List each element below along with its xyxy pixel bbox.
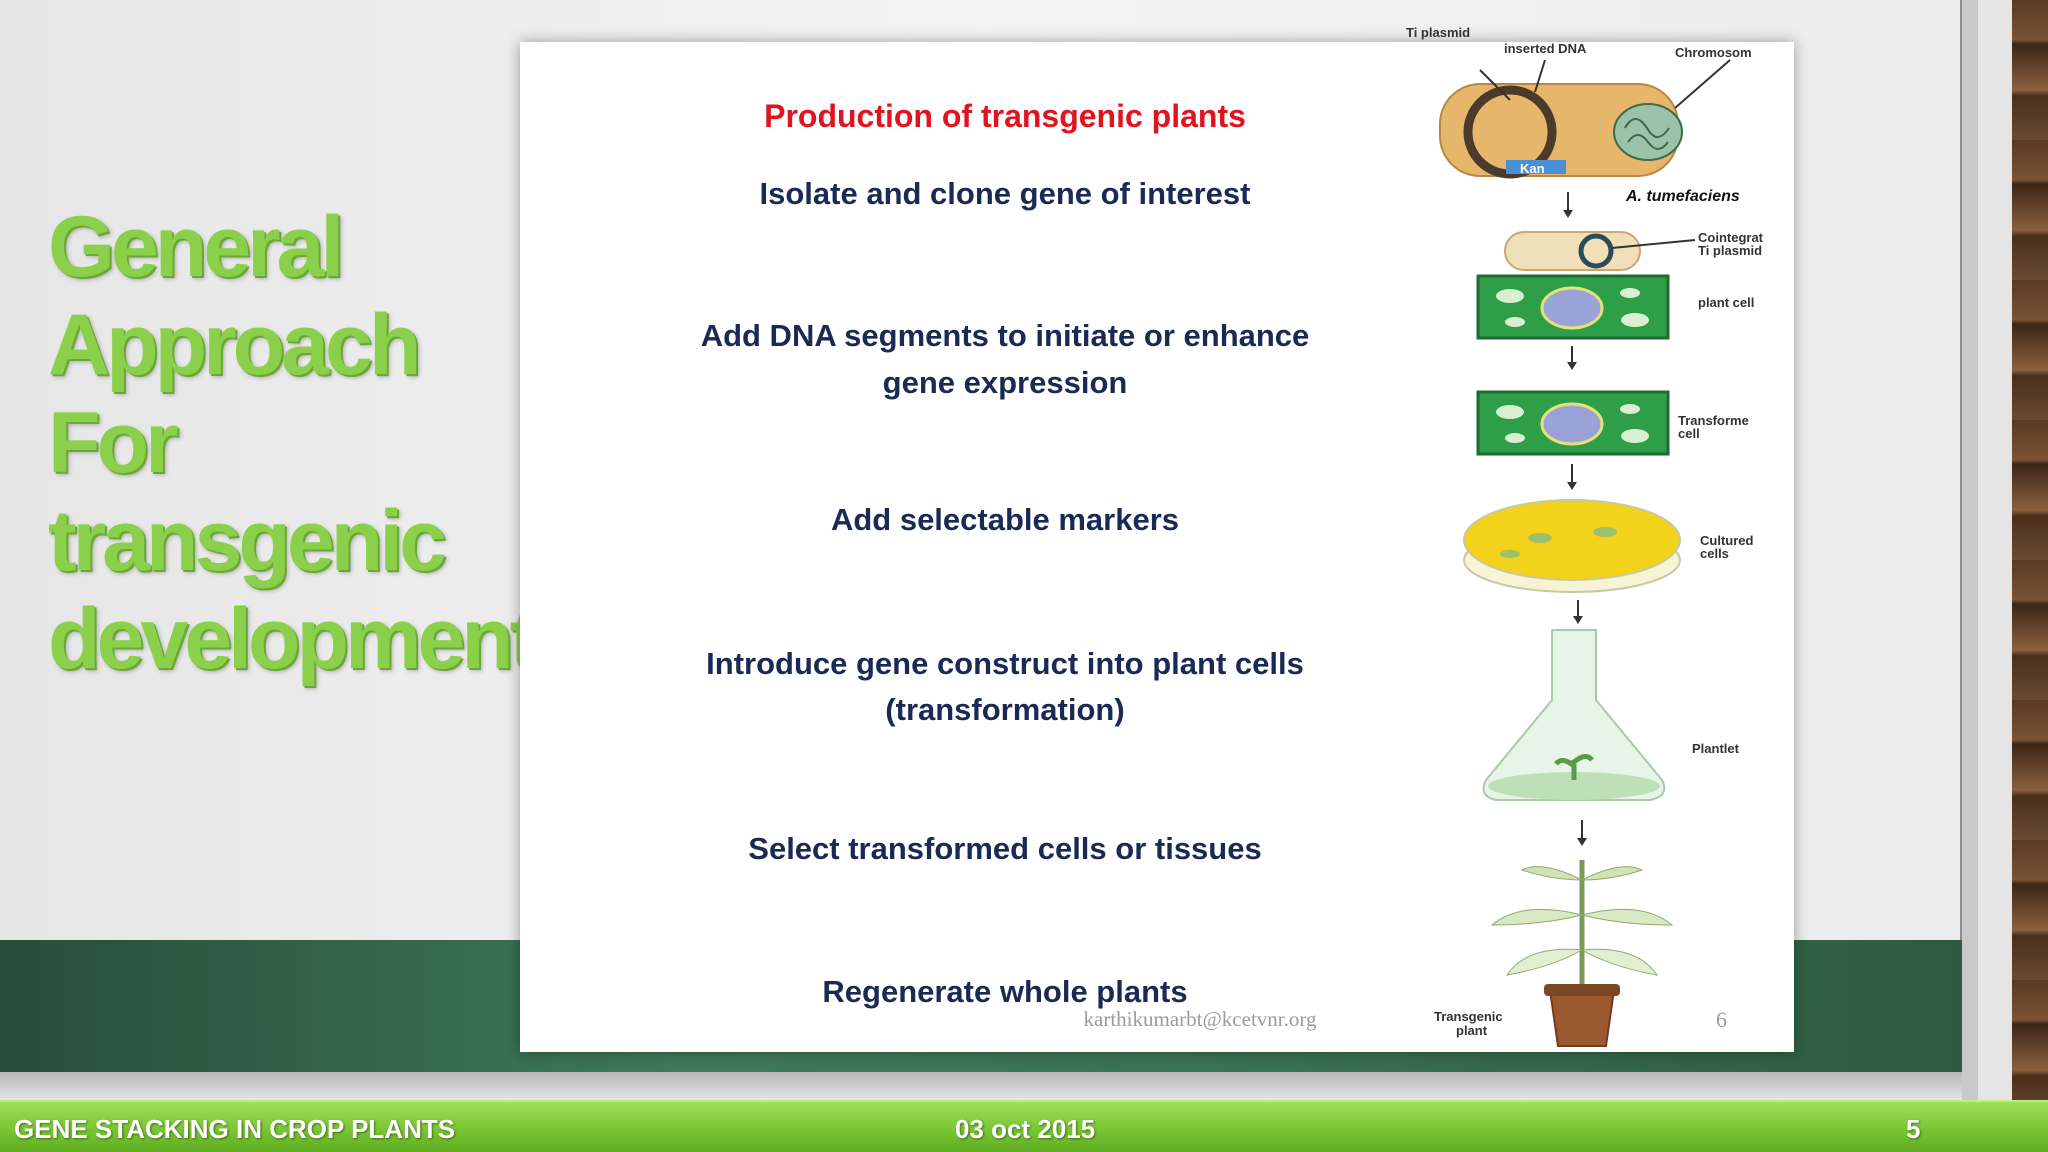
label-cointegrate-1: Cointegrat: [1698, 230, 1763, 245]
illustration-svg: [1439, 59, 1731, 1047]
panel-title: Production of transgenic plants: [764, 98, 1246, 134]
label-plantlet: Plantlet: [1692, 741, 1739, 756]
label-chromosome: Chromosom: [1675, 45, 1752, 60]
label-transgenic-1: Transgenic: [1434, 1009, 1503, 1024]
footer-date: 03 oct 2015: [955, 1114, 1096, 1144]
label-a-tumefaciens: A. tumefaciens: [1626, 188, 1740, 205]
label-transformed-1: Transforme: [1678, 413, 1749, 428]
cointegrate-plasmid: [1578, 233, 1614, 269]
step-introduce-construct-line1: Introduce gene construct into plant cell…: [706, 646, 1304, 681]
plant-pot: [1548, 989, 1616, 1047]
label-cultured-2: cells: [1700, 546, 1729, 561]
label-cointegrate-2: Ti plasmid: [1698, 243, 1763, 258]
transformation-illustration: Ti plasmid inserted DNA Chromosom Kan A.…: [1400, 0, 1800, 1052]
heading-line: development: [48, 591, 538, 687]
label-cultured-1: Cultured: [1700, 533, 1754, 548]
step-isolate-clone: Isolate and clone gene of interest: [759, 176, 1251, 211]
step-select-transformed: Select transformed cells or tissues: [748, 831, 1262, 866]
step-introduce-construct-line2: (transformation): [885, 692, 1125, 727]
heading-line: General: [48, 199, 344, 295]
footer-title: GENE STACKING IN CROP PLANTS: [14, 1114, 456, 1144]
label-transgenic-2: plant: [1456, 1023, 1488, 1038]
step-selectable-markers: Add selectable markers: [830, 502, 1180, 537]
step-regenerate-plants: Regenerate whole plants: [822, 974, 1188, 1009]
slide-shadow: [0, 1072, 1966, 1098]
slide-heading: General Approach For transgenic developm…: [48, 198, 538, 688]
kan-gene-segment: [1506, 160, 1566, 174]
heading-line: Approach: [48, 297, 421, 393]
label-plant-cell: plant cell: [1698, 295, 1755, 310]
label-transformed-2: cell: [1678, 426, 1700, 441]
label-kan: Kan: [1520, 161, 1545, 176]
slide-footer: GENE STACKING IN CROP PLANTS 03 oct 2015…: [0, 1100, 2048, 1152]
cointegrate-cell: [1504, 231, 1641, 271]
step-add-dna-line2: gene expression: [882, 365, 1128, 400]
brick-wall-strip: [2012, 0, 2048, 1152]
culture-flask: [1482, 629, 1666, 801]
footer-slide-number: 5: [1906, 1114, 1921, 1144]
heading-line: transgenic: [48, 493, 447, 589]
chromosome-coil: [1613, 103, 1683, 161]
embedded-page-number: 6: [1716, 1007, 1727, 1032]
label-ti-plasmid: Ti plasmid: [1406, 25, 1471, 40]
heading-line: For: [48, 395, 179, 491]
plant-cell-nucleus: [1540, 286, 1604, 330]
label-inserted-dna: inserted DNA: [1504, 41, 1587, 56]
watermark-email: karthikumarbt@kcetvnr.org: [1083, 1007, 1317, 1031]
plantlet: [1554, 754, 1594, 780]
agar-culture: [1463, 499, 1681, 581]
step-add-dna-line1: Add DNA segments to initiate or enhance: [700, 318, 1310, 353]
